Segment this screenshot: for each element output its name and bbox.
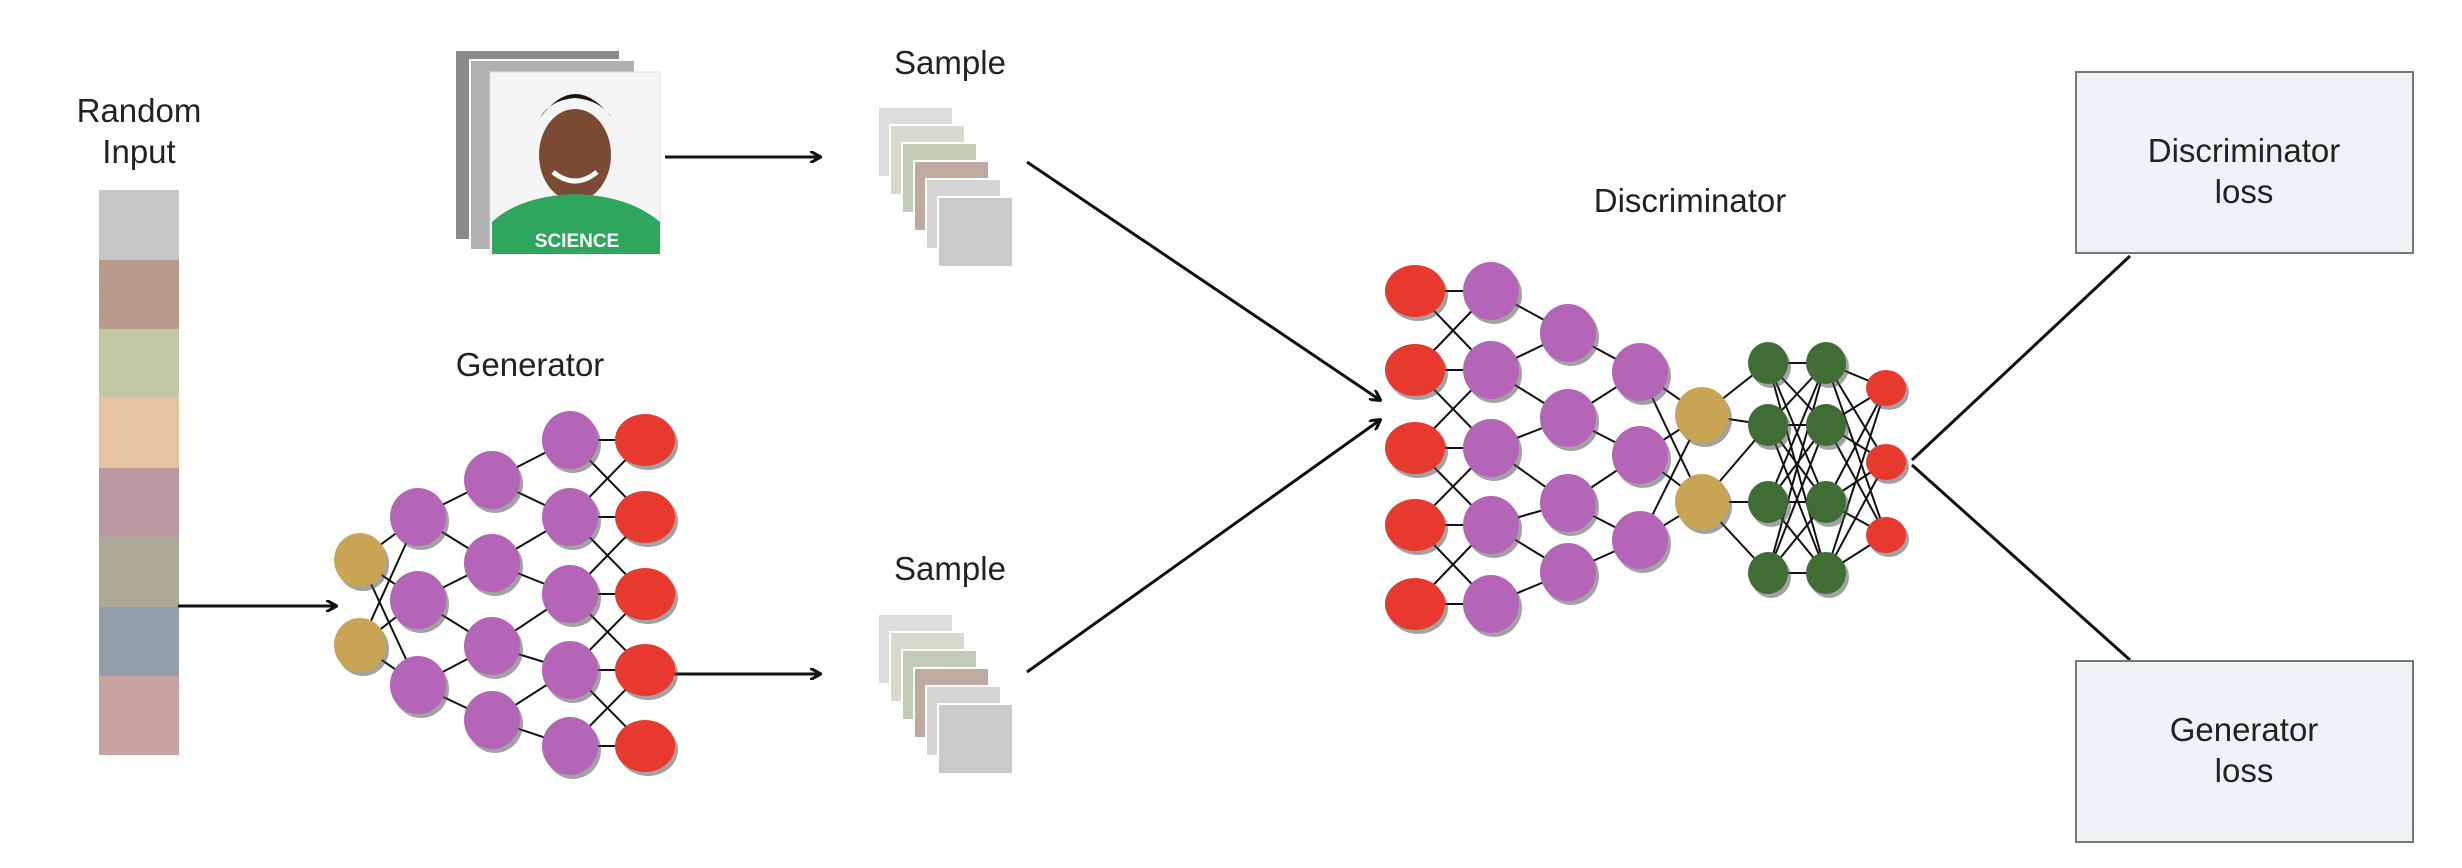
discriminator-hidden-node (1540, 304, 1596, 362)
generator-hidden-node (390, 656, 446, 714)
input-cell (99, 468, 179, 537)
discriminator-input-node (1385, 499, 1445, 551)
discriminator-hidden-node (1540, 474, 1596, 532)
discriminator-hidden-node (1612, 343, 1668, 401)
discriminator-input-node (1385, 344, 1445, 396)
discriminator-dense-node (1748, 342, 1788, 384)
generator-output-node (615, 414, 675, 466)
sample-bottom-stack (877, 613, 1014, 775)
discriminator-dense-node (1806, 342, 1846, 384)
discriminator-dense-node (1806, 552, 1846, 594)
network-edge (1825, 461, 1887, 574)
discriminator-loss-label-2: loss (2215, 173, 2274, 210)
arrow-sample-bottom-to-discriminator (1026, 420, 1380, 674)
input-cell (99, 398, 179, 468)
generator-hidden-node (542, 565, 598, 623)
discriminator-output-node (1866, 370, 1906, 406)
real-image-stack: SCIENCE (454, 49, 661, 255)
discriminator-hidden-node (1463, 262, 1519, 320)
arrow-sample-top-to-discriminator (1026, 160, 1380, 400)
discriminator-hidden-node (1540, 389, 1596, 447)
generator-hidden-node (542, 717, 598, 775)
generator-output-node (615, 644, 675, 696)
discriminator-dense-node (1748, 404, 1788, 446)
person-face (539, 109, 611, 201)
sample-card (937, 703, 1014, 775)
generator-hidden-node (464, 451, 520, 509)
discriminator-dense-node (1806, 481, 1846, 523)
discriminator-hidden-node (1463, 341, 1519, 399)
discriminator-hidden-node (1612, 426, 1668, 484)
input-cell (99, 537, 179, 607)
random-input-label-2: Input (102, 133, 175, 170)
discriminator-bottleneck-node (1675, 387, 1729, 443)
generator-hidden-node (464, 534, 520, 592)
sample-card (937, 196, 1014, 268)
random-input-vector (99, 190, 179, 755)
discriminator-label: Discriminator (1594, 182, 1787, 219)
sample-top-label: Sample (894, 44, 1006, 81)
input-cell (99, 676, 179, 755)
discriminator-dense-node (1748, 552, 1788, 594)
discriminator-output-node (1866, 517, 1906, 553)
random-input-label-1: Random (77, 92, 202, 129)
network-edge (1825, 387, 1887, 503)
discriminator-loss-label-1: Discriminator (2148, 132, 2341, 169)
discriminator-bottleneck-node (1675, 474, 1729, 530)
generator-output-node (615, 720, 675, 772)
generator-output-node (615, 568, 675, 620)
input-cell (99, 190, 179, 260)
generator-hidden-node (390, 571, 446, 629)
discriminator-loss-box: Discriminator loss (2075, 71, 2414, 254)
line-to-discriminator-loss (1910, 254, 2132, 462)
discriminator-output-node (1866, 444, 1906, 480)
network-edge (1825, 387, 1887, 574)
shirt-text: SCIENCE (535, 231, 619, 252)
input-cell (99, 607, 179, 676)
generator-hidden-node (464, 617, 520, 675)
generator-input-node (334, 618, 386, 672)
sample-bottom-label: Sample (894, 550, 1006, 587)
generator-network (334, 411, 678, 779)
generator-loss-label-2: loss (2215, 752, 2274, 789)
generator-hidden-node (464, 691, 520, 749)
generator-loss-box: Generator loss (2075, 660, 2414, 843)
generator-loss-label-1: Generator (2170, 711, 2319, 748)
generator-hidden-node (542, 411, 598, 469)
generator-hidden-node (390, 488, 446, 546)
generator-output-node (615, 491, 675, 543)
network-edge (1767, 424, 1827, 574)
person-shirt (492, 194, 660, 254)
discriminator-input-node (1385, 265, 1445, 317)
discriminator-hidden-node (1463, 496, 1519, 554)
discriminator-input-node (1385, 578, 1445, 630)
discriminator-network (1385, 262, 1909, 637)
discriminator-hidden-node (1612, 511, 1668, 569)
network-edge (1767, 362, 1827, 574)
sample-top-stack (877, 106, 1014, 268)
network-edge (1767, 362, 1827, 503)
discriminator-hidden-node (1540, 543, 1596, 601)
discriminator-dense-node (1748, 481, 1788, 523)
line-to-generator-loss (1910, 463, 2132, 662)
generator-hidden-node (542, 488, 598, 546)
input-cell (99, 329, 179, 398)
generator-input-node (334, 533, 386, 587)
discriminator-hidden-node (1463, 419, 1519, 477)
generator-hidden-node (542, 641, 598, 699)
generator-label: Generator (456, 346, 605, 383)
discriminator-dense-node (1806, 404, 1846, 446)
input-cell (99, 260, 179, 329)
discriminator-hidden-node (1463, 575, 1519, 633)
network-edge (1825, 362, 1887, 536)
discriminator-input-node (1385, 422, 1445, 474)
